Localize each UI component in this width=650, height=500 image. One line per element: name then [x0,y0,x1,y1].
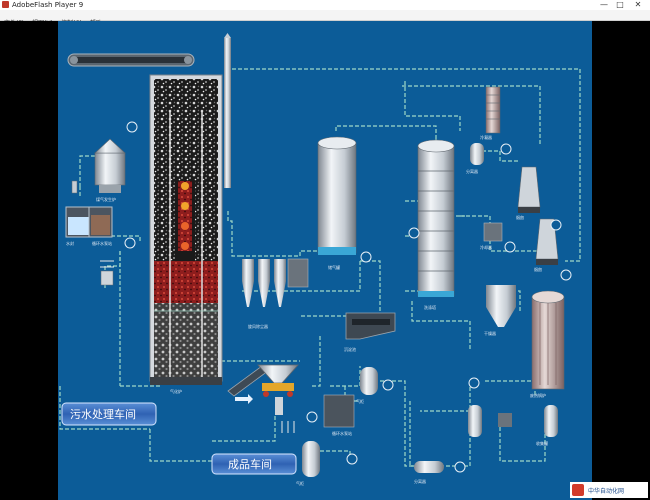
flash-app-icon [2,1,9,8]
valve-block [498,413,512,427]
gasifier-reactor [149,74,223,385]
dryer [486,285,516,327]
storage-tank-label: 储气罐 [328,264,340,270]
ash-conveyor [227,364,299,415]
chimney-label: 烟囱 [516,214,524,220]
gas-tank-label: 气柜 [356,398,364,404]
scrubber-label: 洗涤塔 [424,304,436,310]
pump-station-label: 循环水泵站 [92,240,112,246]
close-button[interactable]: ✕ [634,0,642,9]
chimney2-label: 烟囱 [534,266,542,272]
pump-symbols [124,121,572,473]
site-logo: 中华自动化网 [570,482,648,498]
receiver-tank-2 [544,405,558,437]
boiler-label: 废热锅炉 [530,392,546,398]
water-tank [65,206,113,238]
horizontal-tank-label: 分离器 [414,478,426,484]
condenser-label: 冷凝器 [480,134,492,140]
water-tank-label: 水封 [66,240,74,246]
exhaust-stack [485,86,501,134]
waste-heat-boiler [531,290,565,390]
conveyor-belt [67,53,195,67]
menu-bar: 文件(F)视图(V)控制(C)帮助 [0,10,650,27]
water-treatment-text: 污水处理车间 [70,407,136,421]
cyclone-dust-collectors [242,258,309,307]
horizontal-tank [414,461,444,473]
title-bar: AdobeFlash Player 9 — □ ✕ [0,0,650,10]
receiver-tank-1 [468,405,482,437]
separator-vessel [470,143,484,165]
diagram-background [58,21,592,500]
logo-text: 中华自动化网 [588,487,624,495]
chimney-top [517,166,541,213]
bottom-tank-label: 气柜 [296,480,304,486]
flow-markers [281,421,295,433]
level-gauge [71,180,114,286]
power-room-text: 成品车间 [228,457,272,471]
minimize-button[interactable]: — [600,0,608,9]
receiver-label: 收集罐 [536,440,548,446]
water-treatment-panel: 污水处理车间 [61,402,157,426]
storage-tank [317,136,357,255]
cooler-label: 冷却器 [480,244,492,250]
feed-hopper-label: 煤气发生炉 [96,196,116,202]
feed-hopper [94,138,126,193]
bottom-tank [302,441,320,477]
maximize-button[interactable]: □ [616,0,624,9]
dust-collector-label: 旋风除尘器 [248,323,268,329]
settling-tank-label: 沉淀池 [344,346,356,352]
settling-tank [345,312,396,340]
scrubber-column [417,139,455,297]
process-flow-diagram: 气化炉 煤气发生炉 水封 循环水泵站 [0,21,650,500]
gas-tank [360,367,378,395]
pump-box-label: 循环水泵站 [332,430,352,436]
cooler-box [483,222,503,242]
separator-label: 分离器 [466,168,478,174]
reactor-label: 气化炉 [170,388,182,394]
dryer-label: 干燥器 [484,330,496,336]
power-room-panel: 成品车间 [211,453,297,475]
gas-outlet-pipe [224,38,231,188]
pump-box [323,394,355,428]
window-title: AdobeFlash Player 9 [12,1,84,9]
